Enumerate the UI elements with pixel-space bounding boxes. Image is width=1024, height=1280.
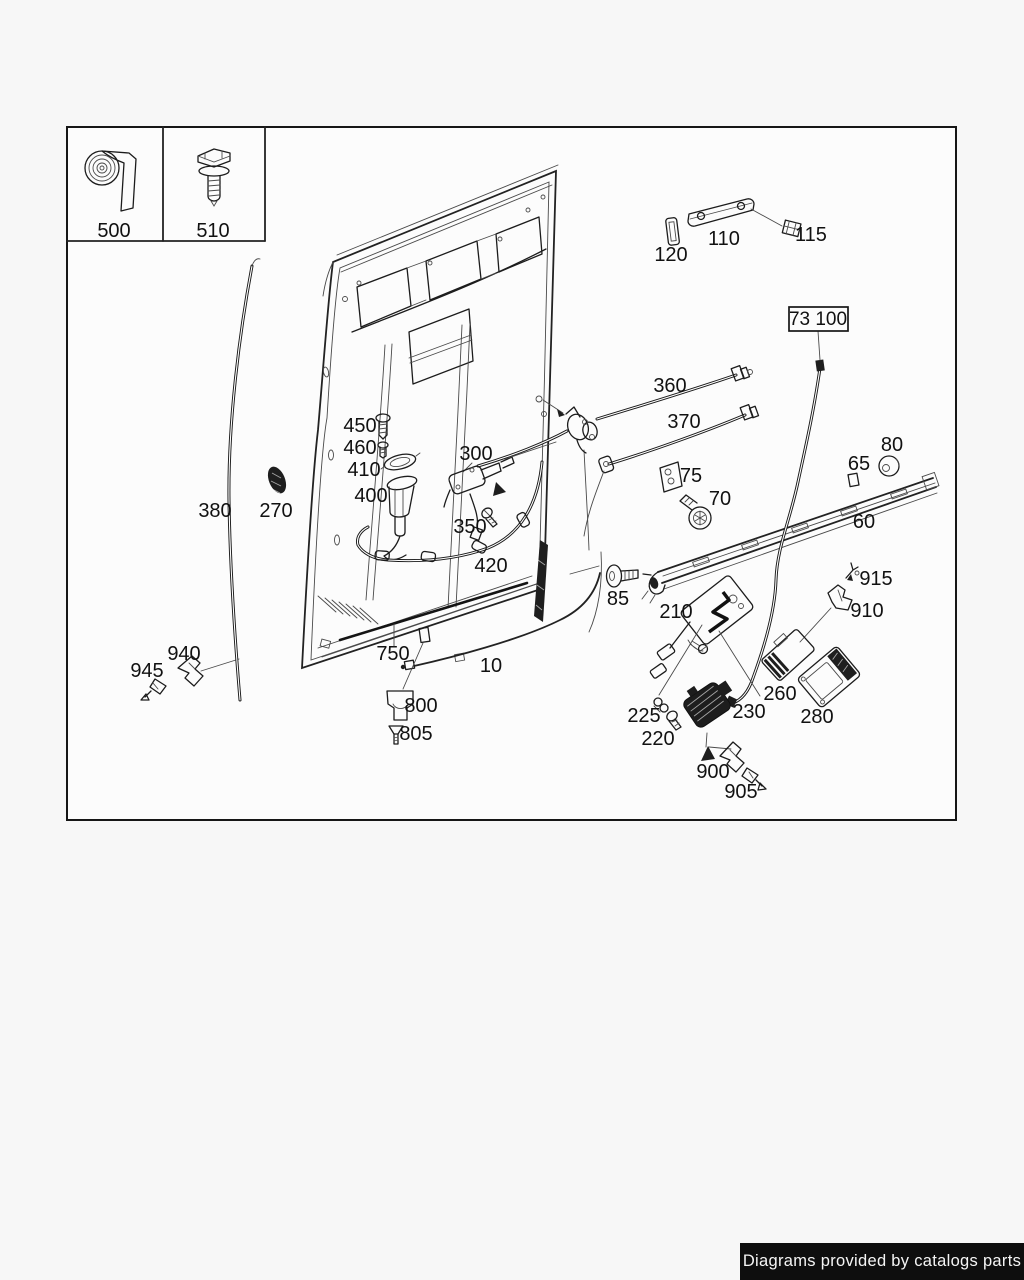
part-label-300: 300 (459, 443, 492, 465)
part-460-screw (377, 441, 389, 459)
part-300-actuator (443, 441, 557, 541)
part-900-bracket (719, 741, 745, 773)
rivet-clip-icon (197, 148, 231, 207)
part-label-460: 460 (343, 437, 376, 459)
part-940-bracket (177, 655, 240, 687)
part-label-360: 360 (653, 375, 686, 397)
part-label-910: 910 (850, 600, 883, 622)
part-label-210: 210 (659, 601, 692, 623)
part-380-strip (227, 258, 261, 702)
credit-text: Diagrams provided by catalogs parts (742, 1252, 1022, 1270)
part-905-clip (741, 767, 767, 791)
part-label-75: 75 (680, 465, 702, 487)
part-label-400: 400 (354, 485, 387, 507)
callout-73-100-box (788, 306, 849, 332)
part-label-750: 750 (376, 643, 409, 665)
part-label-915: 915 (859, 568, 892, 590)
part-230-actuator (683, 680, 733, 761)
part-label-500: 500 (97, 220, 130, 242)
part-label-410: 410 (347, 459, 380, 481)
part-label-420: 420 (474, 555, 507, 577)
part-805-rivet (388, 725, 404, 745)
part-120-sleeve (665, 217, 680, 246)
part-410-ring (380, 452, 421, 471)
part-label-115: 115 (795, 224, 827, 246)
part-115-clip (781, 219, 802, 238)
part-225-clip (653, 697, 669, 713)
part-label-260: 260 (763, 683, 796, 705)
part-label-350: 350 (453, 516, 486, 538)
part-75-plate (659, 461, 683, 493)
part-label-85: 85 (607, 588, 629, 610)
part-450-screw (375, 413, 391, 440)
door-panel-drawing (301, 164, 602, 670)
part-280-module (797, 646, 861, 708)
part-label-220: 220 (641, 728, 674, 750)
part-label-80: 80 (881, 434, 903, 456)
part-label-800: 800 (404, 695, 437, 717)
part-220-screw (666, 710, 682, 731)
part-label-450: 450 (343, 415, 376, 437)
part-910-bracket (799, 584, 853, 643)
part-420-harness (356, 460, 544, 563)
part-110-plate (687, 198, 783, 227)
diagram-border (66, 126, 957, 821)
part-350-screw (481, 507, 498, 528)
part-750-tag (418, 626, 431, 644)
part-800-clip (386, 642, 424, 721)
part-915-pin (845, 562, 860, 581)
part-label-60: 60 (853, 511, 875, 533)
part-label-905: 905 (724, 781, 757, 803)
part-400-cylinder (383, 475, 418, 561)
part-60-rail (641, 471, 940, 604)
part-70-screw (679, 494, 712, 530)
part-label-10: 10 (480, 655, 502, 677)
part-370-rod (583, 404, 760, 537)
part-750-line (338, 581, 529, 642)
part-210-bracket (649, 575, 761, 697)
part-label-380: 380 (198, 500, 231, 522)
part-labels: 500 510 120 110 115 73 100 360 370 450 4… (97, 220, 903, 803)
part-label-270: 270 (259, 500, 292, 522)
tape-roll-icon (84, 150, 137, 212)
part-label-900: 900 (696, 761, 729, 783)
part-latch-assembly (476, 399, 598, 468)
part-label-65: 65 (848, 453, 870, 475)
part-270-striker (267, 466, 287, 494)
part-360-rod (595, 365, 753, 421)
part-label-70: 70 (709, 488, 731, 510)
credit-bar: Diagrams provided by catalogs parts (740, 1243, 1024, 1280)
part-label-510: 510 (196, 220, 229, 242)
part-945-clip (140, 678, 167, 701)
part-label-945: 945 (130, 660, 163, 682)
part-260-module (761, 629, 815, 681)
part-label-120: 120 (654, 244, 687, 266)
part-label-110: 110 (708, 228, 740, 250)
part-label-940: 940 (167, 643, 200, 665)
part-80-grommet (878, 455, 900, 477)
part-label-280: 280 (800, 706, 833, 728)
part-label-225: 225 (627, 705, 660, 727)
part-65-pad (847, 472, 860, 488)
part-85-screw (605, 564, 652, 588)
callout-label-73-100: 73 100 (789, 309, 847, 330)
part-label-370: 370 (667, 411, 700, 433)
part-label-805: 805 (399, 723, 432, 745)
part-label-230: 230 (732, 701, 765, 723)
